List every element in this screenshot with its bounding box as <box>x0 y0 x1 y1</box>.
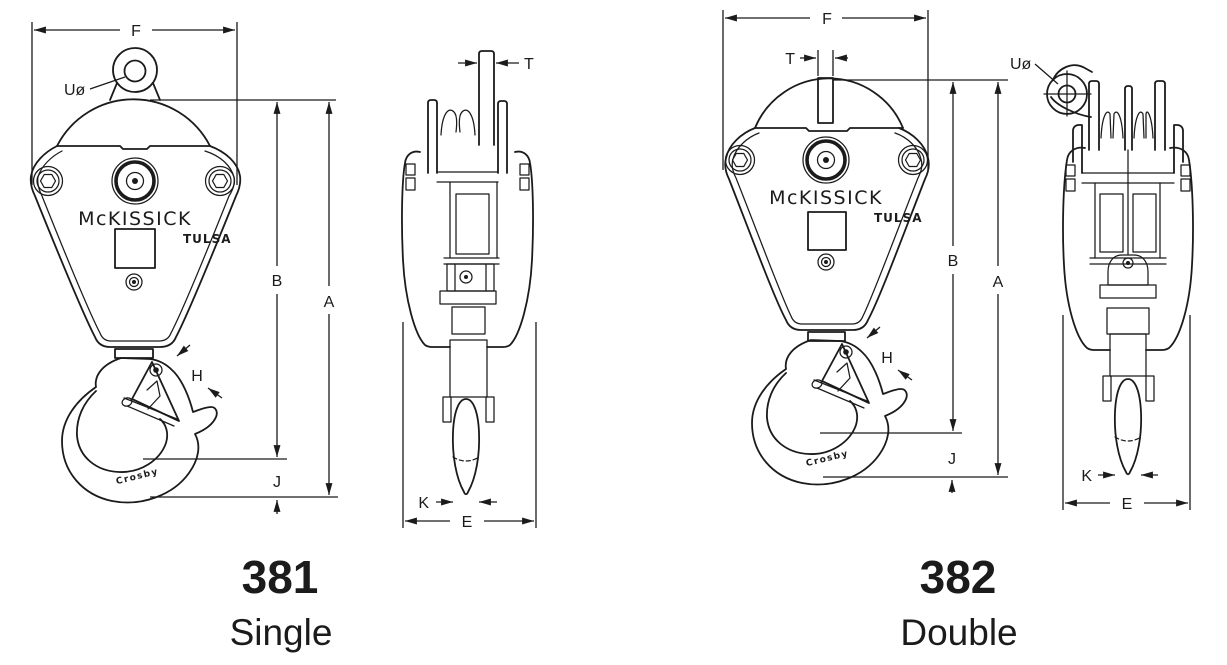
center-hub <box>111 157 159 205</box>
dim-H-381: H <box>176 344 223 399</box>
brand-text: McKISSICK <box>769 187 883 209</box>
dim-label-T: T <box>785 51 795 68</box>
dim-label-F: F <box>131 23 141 40</box>
caption-381: 381 Single <box>230 551 333 653</box>
dim-K-382: K <box>1081 468 1158 485</box>
dim-H-382: H <box>866 326 913 381</box>
dim-label-K: K <box>1081 468 1092 485</box>
sheave-edges <box>1088 80 1166 151</box>
dim-label-H: H <box>191 368 203 385</box>
dim-label-J: J <box>948 451 956 468</box>
model-number-382: 382 <box>920 551 997 603</box>
dim-label-E: E <box>1122 496 1133 513</box>
side-view-381: T <box>401 50 537 531</box>
dim-label-T: T <box>524 56 534 73</box>
safety-latch <box>811 343 870 409</box>
dim-label-K: K <box>418 495 429 512</box>
nameplate-window <box>807 211 847 251</box>
dim-E-382: E <box>1062 315 1191 513</box>
dim-J-381: J <box>273 474 281 514</box>
eye-bolt <box>109 47 161 101</box>
cheek-plate-edges <box>427 99 508 174</box>
dim-label-A: A <box>324 294 335 311</box>
dim-F-381: F <box>31 22 238 185</box>
dim-label-H: H <box>881 350 893 367</box>
dim-label-J: J <box>273 474 281 491</box>
caption-382: 382 Double <box>900 551 1017 653</box>
lower-bolt <box>125 273 143 291</box>
dim-label-B: B <box>272 273 283 290</box>
front-view-382: F T <box>722 10 1008 493</box>
block-body <box>724 77 930 331</box>
front-view-381: F Uø <box>29 22 338 514</box>
cheek-bolt-right <box>204 165 236 197</box>
eye-bolt <box>1043 64 1093 118</box>
cheek-bolt-left <box>724 144 756 176</box>
hook-side-profile <box>442 396 495 496</box>
dim-B-382: B <box>820 82 962 434</box>
hook-side-profile <box>1102 375 1155 476</box>
nameplate-window <box>114 228 156 269</box>
dim-U-382: Uø <box>1010 56 1059 85</box>
side-view-382: Uø <box>1010 56 1194 513</box>
dim-T-382: T <box>785 51 848 68</box>
cheek-plate-edges <box>1072 124 1184 174</box>
center-plate <box>817 50 834 124</box>
model-number-381: 381 <box>242 551 319 603</box>
dim-J-382: J <box>948 451 956 493</box>
dim-F-382: F <box>722 10 929 170</box>
cheek-bolt-right <box>897 144 929 176</box>
center-hub <box>802 136 850 184</box>
dim-label-U: Uø <box>64 82 86 99</box>
dim-B-381: B <box>143 102 287 460</box>
sheave-edge <box>478 50 495 146</box>
lower-bolt <box>817 253 835 271</box>
trunnion <box>114 348 154 359</box>
dim-label-E: E <box>462 514 473 531</box>
dim-A-382: A <box>823 82 1008 478</box>
city-text: TULSA <box>874 211 923 225</box>
dim-E-381: E <box>402 322 537 531</box>
dim-U-381: Uø <box>64 76 126 99</box>
brand-text: McKISSICK <box>78 208 192 230</box>
side-body <box>1062 146 1194 377</box>
safety-latch <box>121 361 180 427</box>
cheek-bolt-left <box>32 165 64 197</box>
model-type-382: Double <box>900 612 1017 653</box>
dim-A-381: A <box>150 102 338 498</box>
dim-label-F: F <box>822 11 832 28</box>
dim-label-A: A <box>993 274 1004 291</box>
model-type-381: Single <box>230 612 333 653</box>
city-text: TULSA <box>183 232 232 246</box>
dim-K-381: K <box>418 495 497 512</box>
dim-label-U: Uø <box>1010 56 1032 73</box>
side-body <box>401 150 534 398</box>
dim-T-381: T <box>458 56 534 73</box>
dim-label-B: B <box>948 253 959 270</box>
